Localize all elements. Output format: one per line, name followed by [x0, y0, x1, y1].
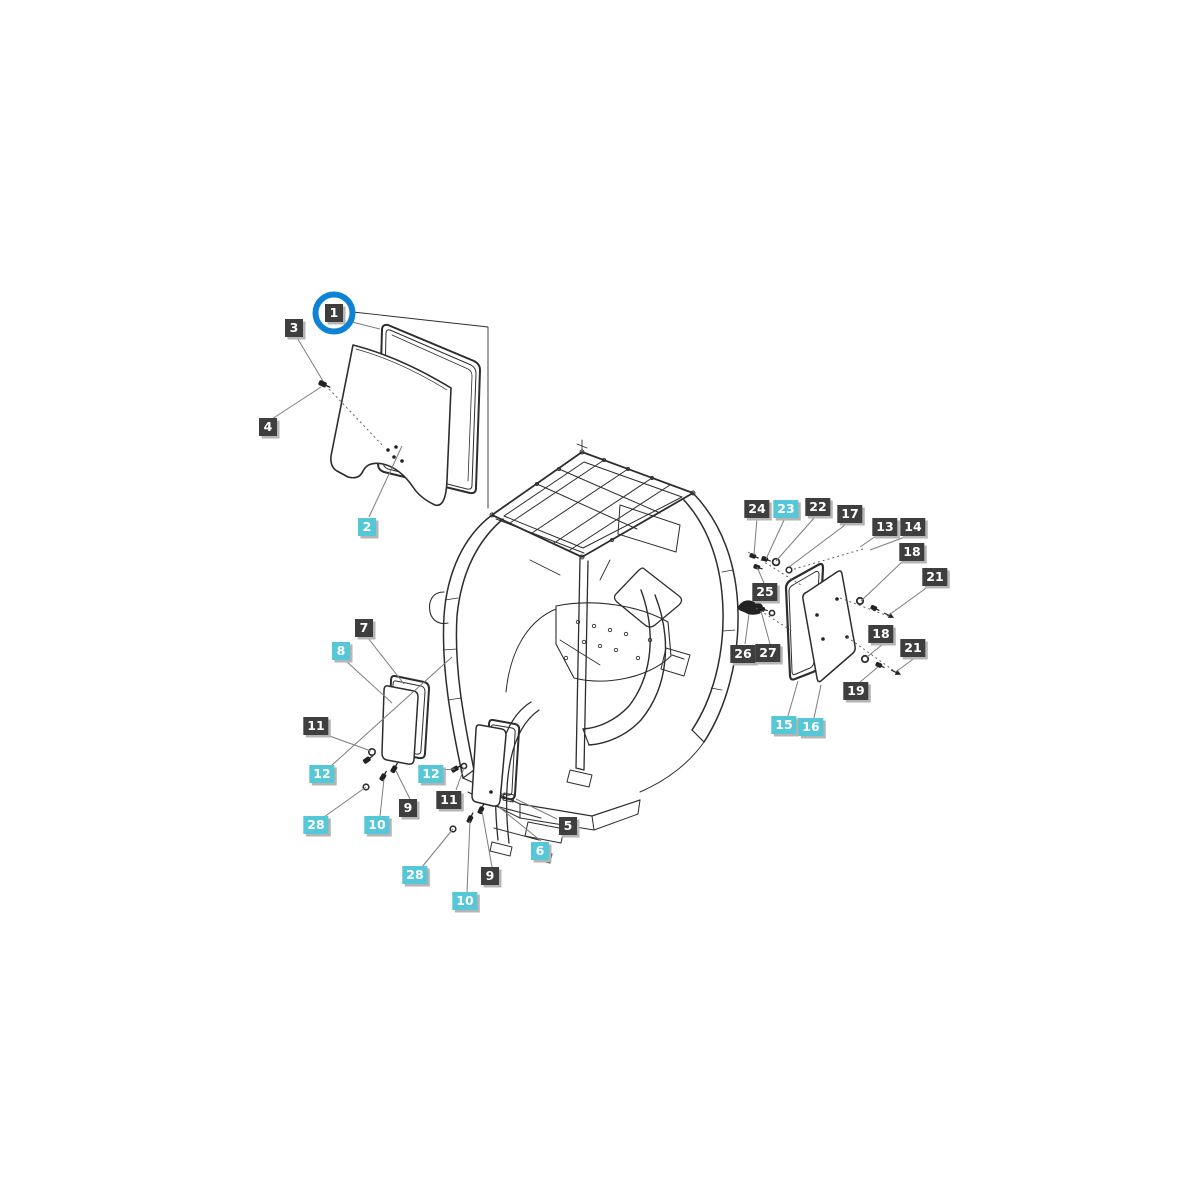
bolt-icon — [870, 604, 880, 612]
grommet-icon — [860, 654, 870, 664]
callout-15[interactable]: 15 — [771, 716, 797, 734]
callout-18[interactable]: 18 — [868, 625, 894, 643]
grommet-icon — [855, 596, 865, 606]
callout-27[interactable]: 27 — [755, 644, 781, 662]
bolt-icon — [477, 803, 485, 815]
front-lower-window-seal — [387, 674, 430, 760]
callout-13[interactable]: 13 — [872, 518, 898, 536]
fastener-icons — [318, 380, 902, 833]
bolt-icon — [753, 564, 763, 570]
door-window-glass — [471, 724, 507, 807]
screw-icon — [890, 669, 902, 675]
nut-icon — [367, 747, 377, 757]
callout-16[interactable]: 16 — [798, 718, 824, 736]
callout-6[interactable]: 6 — [531, 842, 549, 860]
callout-22[interactable]: 22 — [805, 498, 831, 516]
bolt-icon — [466, 812, 474, 824]
callout-28[interactable]: 28 — [303, 816, 329, 834]
callout-10[interactable]: 10 — [452, 892, 478, 910]
projection-plane — [352, 311, 489, 509]
door-handle — [737, 600, 763, 615]
rear-side-window-glass — [802, 570, 856, 683]
nut-icon — [449, 825, 457, 833]
callout-25[interactable]: 25 — [752, 583, 778, 601]
callout-23[interactable]: 23 — [773, 500, 799, 518]
callout-7[interactable]: 7 — [355, 619, 373, 637]
callout-10[interactable]: 10 — [364, 816, 390, 834]
callout-9[interactable]: 9 — [399, 799, 417, 817]
callout-14[interactable]: 14 — [900, 518, 926, 536]
rear-side-window-seal — [784, 562, 825, 681]
callout-12[interactable]: 12 — [309, 765, 335, 783]
callout-3[interactable]: 3 — [285, 319, 303, 337]
callout-8[interactable]: 8 — [332, 642, 350, 660]
nut-icon — [362, 783, 370, 791]
windshield-glass — [330, 344, 452, 507]
callout-19[interactable]: 19 — [843, 682, 869, 700]
grommet-icon — [771, 557, 781, 567]
nut-icon — [768, 609, 776, 617]
callout-leader-lines — [271, 321, 930, 893]
windshield-seal — [377, 323, 481, 495]
bolt-icon — [362, 755, 374, 764]
callout-18[interactable]: 18 — [899, 543, 925, 561]
callout-17[interactable]: 17 — [837, 505, 863, 523]
nut-icon — [785, 566, 793, 574]
callout-12[interactable]: 12 — [418, 765, 444, 783]
callout-1[interactable]: 1 — [325, 304, 343, 322]
bolt-icon — [758, 606, 768, 612]
callout-21[interactable]: 21 — [922, 568, 948, 586]
callout-5[interactable]: 5 — [559, 817, 577, 835]
bolt-icon — [379, 770, 388, 782]
callout-9[interactable]: 9 — [481, 867, 499, 885]
callout-2[interactable]: 2 — [358, 518, 376, 536]
callout-11[interactable]: 11 — [436, 791, 462, 809]
bolt-icon — [390, 762, 399, 774]
callout-26[interactable]: 26 — [730, 645, 756, 663]
callout-11[interactable]: 11 — [303, 717, 329, 735]
bolt-icon — [318, 380, 331, 389]
cab-frame-drawing — [428, 439, 739, 864]
callout-24[interactable]: 24 — [744, 500, 770, 518]
bolt-icon — [875, 661, 885, 669]
callout-21[interactable]: 21 — [900, 639, 926, 657]
screw-icon — [883, 612, 895, 618]
callout-28[interactable]: 28 — [402, 866, 428, 884]
callout-4[interactable]: 4 — [259, 418, 277, 436]
front-lower-window-glass — [381, 685, 419, 765]
nut-icon — [460, 762, 468, 770]
